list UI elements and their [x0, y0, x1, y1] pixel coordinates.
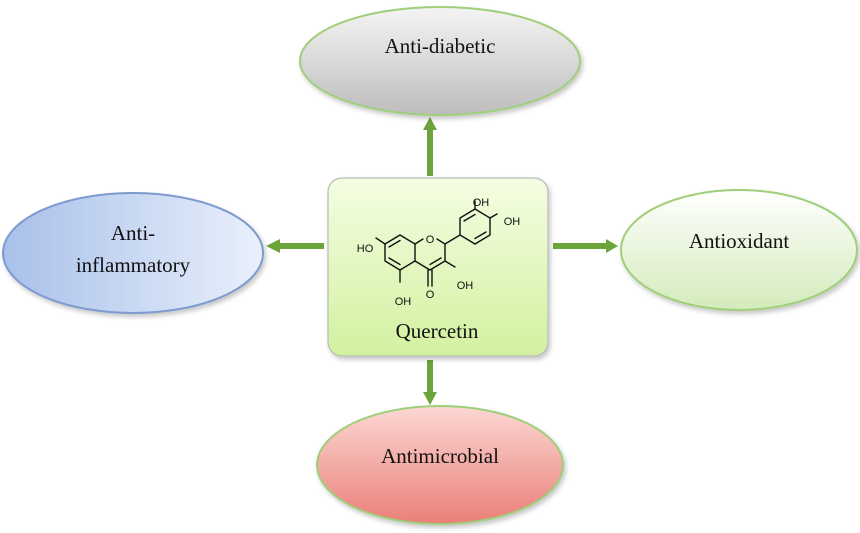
oh-3prime: OH — [473, 197, 490, 209]
oh-5: OH — [395, 296, 412, 308]
arrow-up — [423, 117, 437, 176]
quercetin-node: O O OH OH HO OH OH Quercetin — [327, 177, 549, 357]
anti-inflammatory-node: Anti- inflammatory — [2, 192, 264, 314]
antimicrobial-label: Antimicrobial — [381, 444, 499, 468]
arrow-right — [553, 239, 618, 253]
anti-inflammatory-label-line2: inflammatory — [76, 253, 191, 277]
antioxidant-label: Antioxidant — [689, 229, 789, 253]
arrow-left — [266, 239, 324, 253]
carbonyl-oxygen: O — [426, 289, 435, 301]
oh-4prime: OH — [504, 216, 521, 228]
ring-oxygen: O — [426, 234, 435, 246]
antimicrobial-node: Antimicrobial — [316, 405, 564, 525]
anti-diabetic-node: Anti-diabetic — [299, 6, 581, 116]
quercetin-structure: O O OH OH HO OH OH — [357, 197, 521, 308]
arrows — [266, 117, 618, 405]
quercetin-label: Quercetin — [396, 319, 479, 343]
anti-inflammatory-label-line1: Anti- — [111, 221, 155, 245]
oh-7: HO — [357, 243, 374, 255]
oh-3: OH — [457, 280, 474, 292]
antioxidant-node: Antioxidant — [620, 189, 858, 311]
anti-diabetic-label: Anti-diabetic — [385, 34, 496, 58]
arrow-down — [423, 360, 437, 405]
